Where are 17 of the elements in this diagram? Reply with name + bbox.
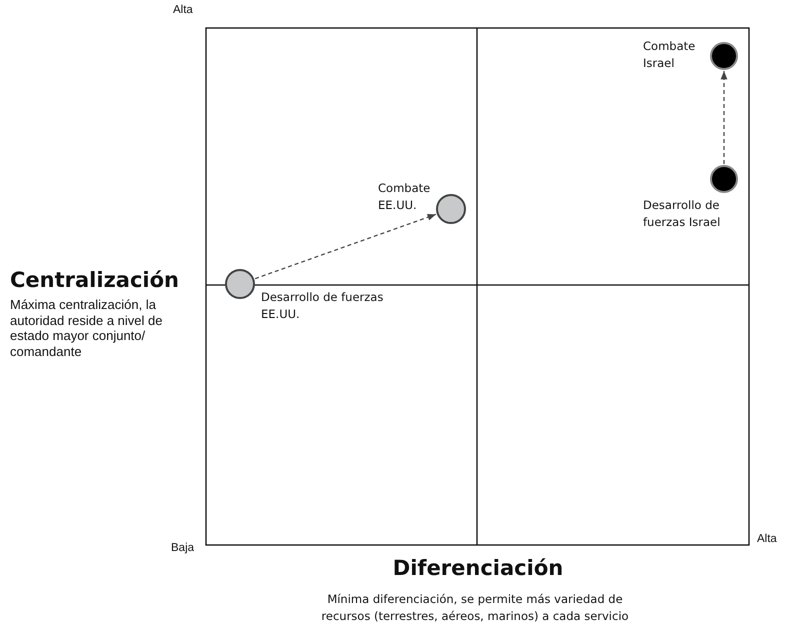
point-label: Combate EE.UU. <box>378 180 432 214</box>
axis-end-label: Alta <box>173 4 193 16</box>
point-label: Combate Israel <box>643 38 696 72</box>
point-marker <box>710 165 738 193</box>
point-marker <box>710 42 738 70</box>
axis-description: Máxima centralización, la autoridad reside a nivel de estado mayor conjunto/ comandante <box>10 297 164 359</box>
dashed-arrow <box>720 71 728 164</box>
point-label: Desarrollo de fuerzas Israel <box>643 197 722 231</box>
axis-end-label: Baja <box>171 542 194 554</box>
axis-end-label: Alta <box>757 533 777 545</box>
point-marker <box>436 194 466 224</box>
dashed-arrow <box>254 214 436 280</box>
axis-title: Diferenciación <box>392 556 564 580</box>
axis-title: Centralización <box>10 268 179 292</box>
axis-description: Mínima diferenciación, se permite más variedad de recursos (terrestres, aéreos, marinos) a cada servicio <box>320 591 630 624</box>
point-label: Desarrollo de fuerzas EE.UU. <box>261 289 384 323</box>
point-marker <box>225 269 255 299</box>
